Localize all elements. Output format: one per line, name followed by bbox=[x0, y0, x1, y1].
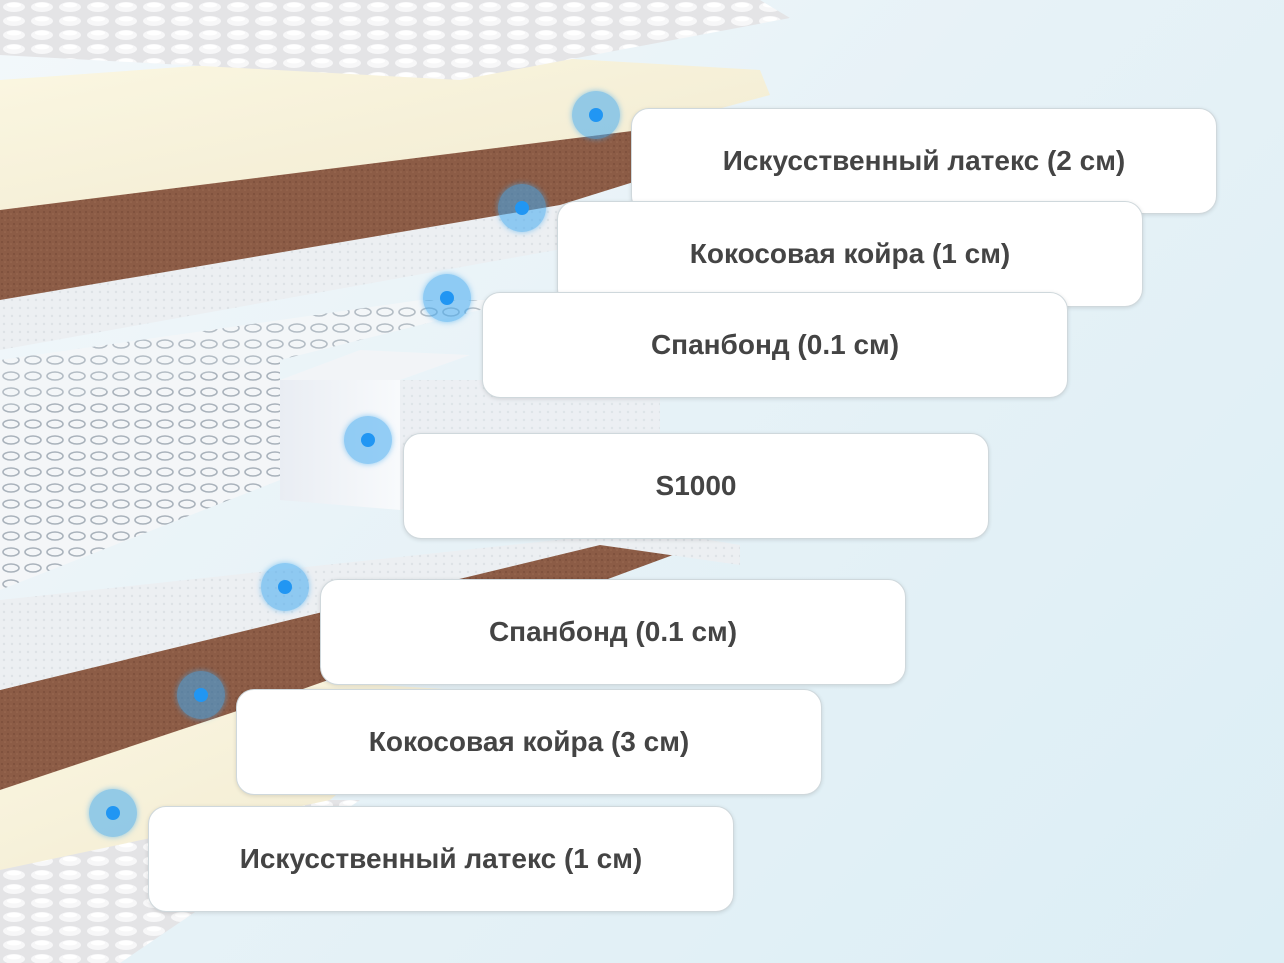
layer-label-spring-block: S1000 bbox=[403, 433, 989, 539]
layer-label-text: Искусственный латекс (1 см) bbox=[240, 843, 643, 875]
layer-label-spunbond-bottom: Спанбонд (0.1 см) bbox=[320, 579, 906, 685]
marker-dot-icon[interactable] bbox=[344, 416, 392, 464]
layer-label-text: Искусственный латекс (2 см) bbox=[723, 145, 1126, 177]
layer-label-latex-bottom: Искусственный латекс (1 см) bbox=[148, 806, 734, 912]
marker-dot-icon[interactable] bbox=[498, 184, 546, 232]
layer-label-text: Спанбонд (0.1 см) bbox=[489, 616, 737, 648]
layer-label-text: S1000 bbox=[656, 470, 737, 502]
marker-dot-icon[interactable] bbox=[423, 274, 471, 322]
marker-dot-icon[interactable] bbox=[572, 91, 620, 139]
layer-label-text: Кокосовая койра (1 см) bbox=[690, 238, 1010, 270]
layer-label-text: Спанбонд (0.1 см) bbox=[651, 329, 899, 361]
marker-dot-icon[interactable] bbox=[177, 671, 225, 719]
marker-dot-icon[interactable] bbox=[89, 789, 137, 837]
layer-label-latex-top: Искусственный латекс (2 см) bbox=[631, 108, 1217, 214]
layer-label-coir-bottom: Кокосовая койра (3 см) bbox=[236, 689, 822, 795]
layer-label-text: Кокосовая койра (3 см) bbox=[369, 726, 689, 758]
marker-dot-icon[interactable] bbox=[261, 563, 309, 611]
layer-label-spunbond-top: Спанбонд (0.1 см) bbox=[482, 292, 1068, 398]
